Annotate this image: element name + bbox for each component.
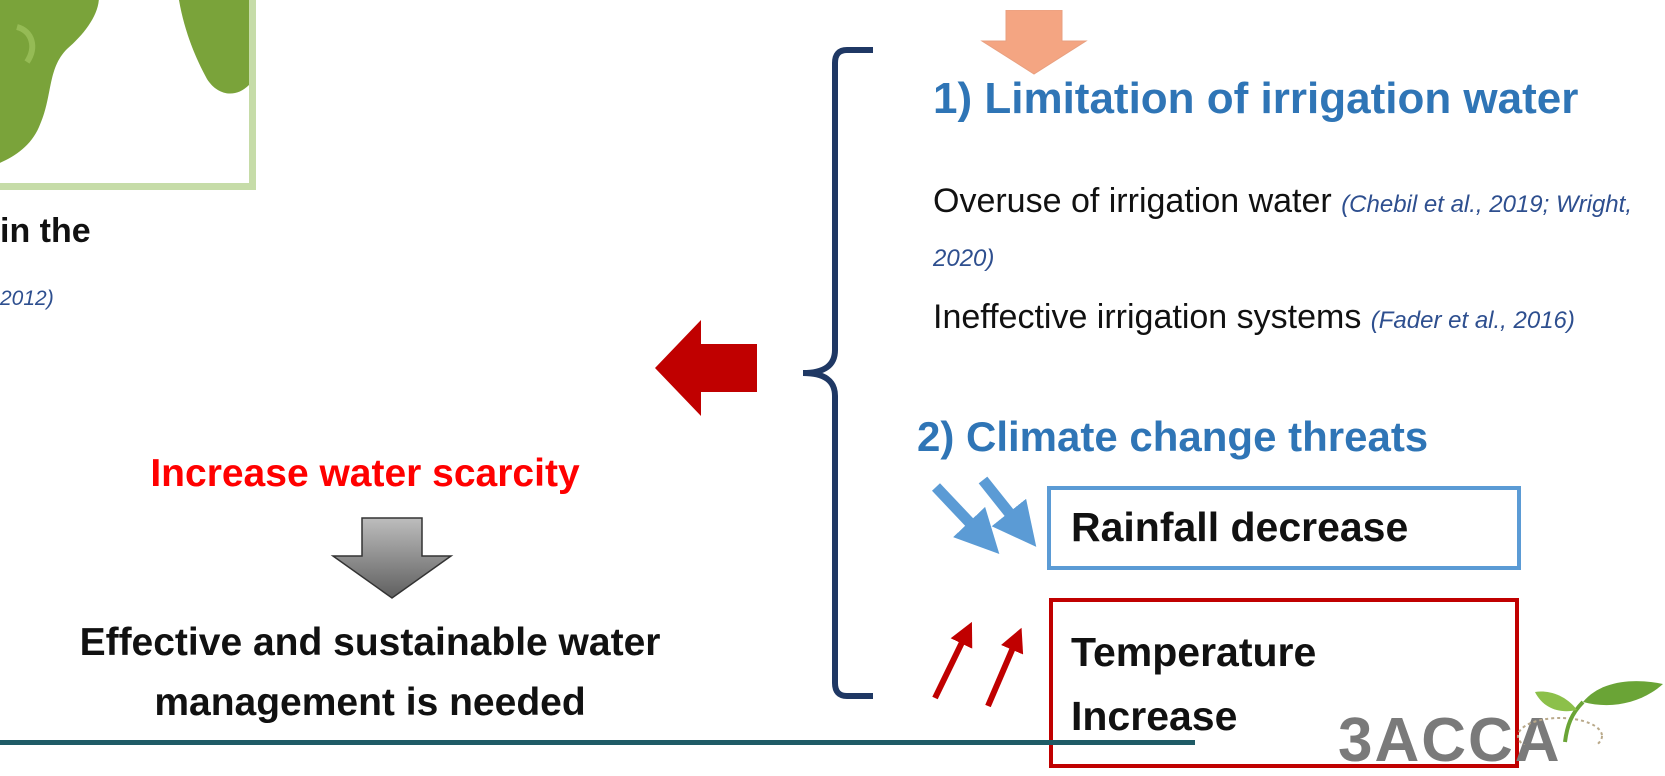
conclusion-line-2: management is needed [154, 681, 586, 724]
footer-divider-line [0, 740, 1195, 745]
point-overuse-citation: (Chebil et al., 2019; Wright, 2020) [933, 191, 1632, 272]
water-scarcity-label: Increase water scarcity [150, 452, 580, 495]
conclusion-line-1: Effective and sustainable water [79, 621, 661, 664]
heading-irrigation-limitation: 1) Limitation of irrigation water [933, 74, 1579, 123]
point-ineffective-systems: Ineffective irrigation systems (Fader et… [933, 292, 1653, 346]
map-landmass [0, 0, 249, 163]
orange-down-arrow-icon [980, 10, 1088, 75]
red-up-arrows-icon [932, 621, 1024, 708]
point-overuse: Overuse of irrigation water (Chebil et a… [933, 176, 1653, 284]
partial-citation: 2012) [0, 287, 54, 310]
conclusion-text: Effective and sustainable water manageme… [10, 613, 730, 733]
gray-down-arrow-icon [330, 517, 454, 599]
temperature-line-1: Temperature [1071, 629, 1317, 675]
point-ineffective-citation: (Fader et al., 2016) [1370, 307, 1575, 334]
plant-logo-icon [1517, 681, 1663, 745]
blue-down-arrows-icon [932, 476, 1037, 554]
partial-title: in the [0, 212, 91, 250]
red-left-arrow-icon [655, 320, 757, 416]
point-ineffective-text: Ineffective irrigation systems [933, 298, 1362, 336]
rainfall-decrease-box: Rainfall decrease [1047, 486, 1521, 570]
temperature-increase-label: Temperature Increase [1071, 620, 1371, 748]
curly-brace [802, 47, 873, 699]
rainfall-decrease-label: Rainfall decrease [1071, 504, 1409, 550]
heading-climate-change: 2) Climate change threats [917, 413, 1429, 460]
point-overuse-text: Overuse of irrigation water [933, 182, 1332, 220]
world-map-image [0, 0, 256, 190]
temperature-line-2: Increase [1071, 693, 1238, 739]
temperature-increase-box: Temperature Increase [1049, 598, 1519, 768]
